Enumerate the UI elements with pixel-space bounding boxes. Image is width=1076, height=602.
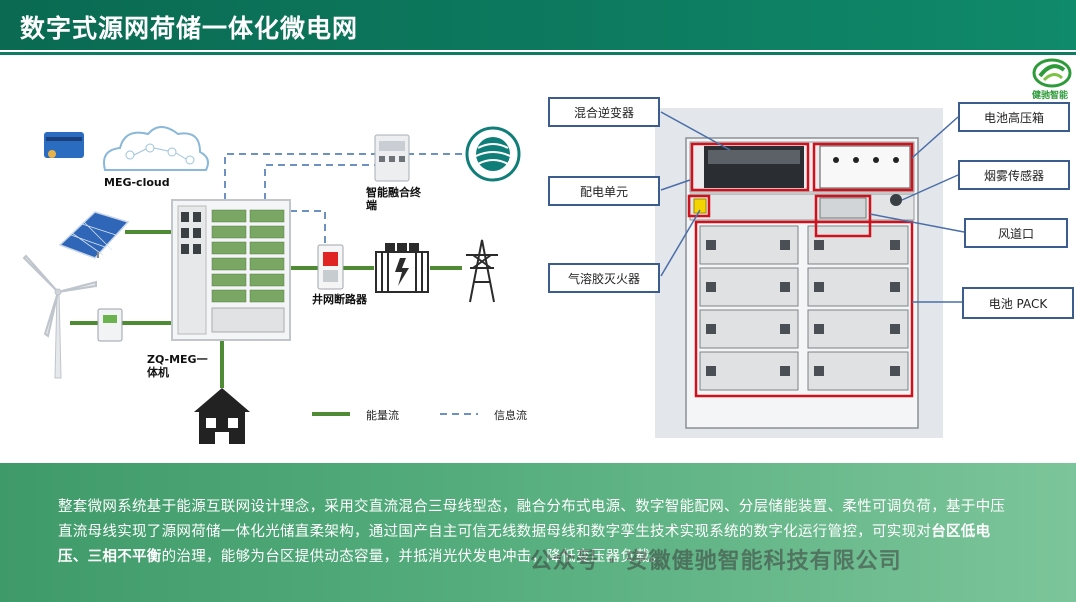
logo-text: 健驰智能	[1032, 91, 1069, 101]
solar-panel-icon	[58, 211, 130, 259]
watermark: 公众号 · 安徽健驰智能科技有限公司	[530, 549, 902, 574]
header-bar: 数字式源网荷储一体化微电网	[0, 0, 1076, 50]
description-banner: 整套微网系统基于能源互联网设计理念，采用交直流混合三母线型态，融合分布式电源、数…	[0, 463, 1076, 602]
house-icon	[194, 388, 250, 444]
breaker-label: 井网断路器	[312, 293, 367, 306]
pv-inverter-icon	[97, 308, 123, 342]
callout-hybrid-inverter: 混合逆变器	[548, 97, 660, 127]
callout-air-duct: 风道口	[964, 218, 1068, 248]
smart-terminal-icon	[374, 134, 410, 182]
meg-unit-label: ZQ-MEG一体机	[147, 353, 208, 379]
description-part1: 整套微网系统基于能源互联网设计理念，采用交直流混合三母线型态，融合分布式电源、数…	[58, 499, 1006, 540]
mobile-card-icon	[44, 132, 84, 158]
page-title: 数字式源网荷储一体化微电网	[20, 14, 359, 43]
header-divider	[0, 52, 1076, 55]
legend-info-label: 信息流	[494, 409, 527, 422]
microgrid-diagram	[22, 126, 521, 444]
callout-battery-pack: 电池 PACK	[962, 287, 1074, 319]
legend-energy-label: 能量流	[366, 409, 399, 422]
state-grid-logo-icon	[465, 126, 521, 182]
callout-distribution-unit: 配电单元	[548, 176, 660, 206]
breaker-icon	[317, 244, 344, 290]
company-logo-icon	[1032, 58, 1072, 88]
power-tower-icon	[466, 239, 498, 303]
description-text: 整套微网系统基于能源互联网设计理念，采用交直流混合三母线型态，融合分布式电源、数…	[58, 495, 1018, 570]
callout-smoke-sensor: 烟雾传感器	[958, 160, 1070, 190]
meg-cabinet-icon	[171, 199, 291, 341]
terminal-label: 智能融合终端	[366, 186, 421, 212]
cabinet-illustration	[660, 111, 965, 429]
cloud-label: MEG-cloud	[104, 176, 170, 189]
description-highlight: 台区低电压、三相不平衡	[58, 524, 991, 565]
description-part2: 的治理，能够为台区提供动态容量，并抵消光伏发电冲击，降低变压器负载。	[161, 549, 665, 565]
callout-battery-hv-box: 电池高压箱	[958, 102, 1070, 132]
callout-aerosol-extinguisher: 气溶胶灭火器	[548, 263, 660, 293]
transformer-icon	[375, 243, 429, 293]
wind-turbine-icon	[22, 254, 97, 379]
